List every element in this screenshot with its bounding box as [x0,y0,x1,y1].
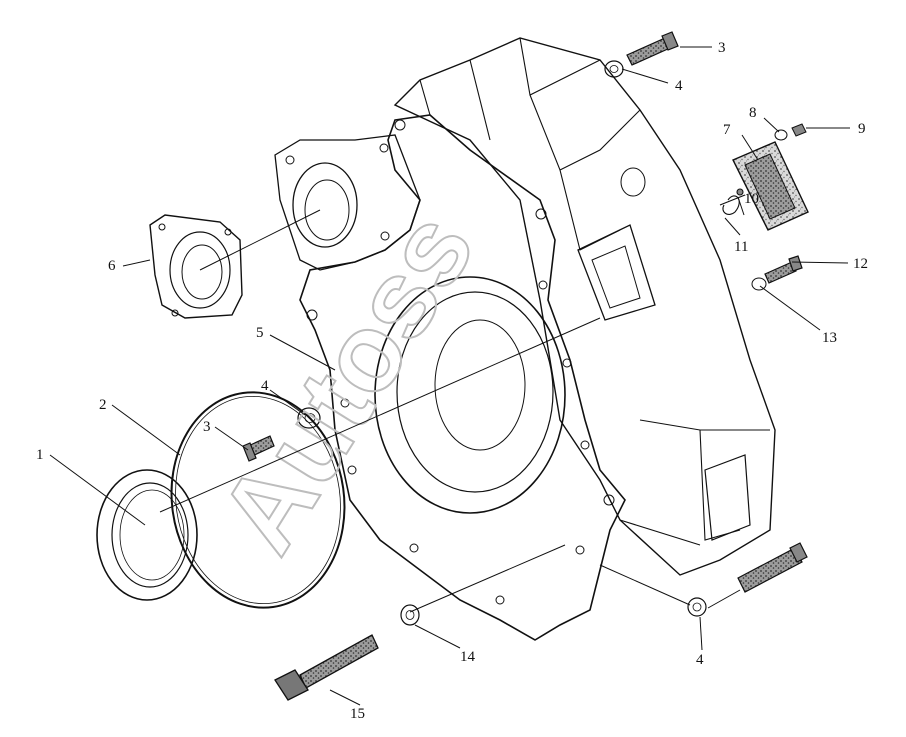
washer-left [297,407,321,429]
callout-14: 14 [460,649,476,665]
housing-port-inner [304,179,350,241]
callout-labels: 1 2 3 3 4 4 4 5 6 7 8 9 10 11 12 13 14 1… [36,40,868,722]
bolt-right [764,255,803,284]
callout-4-left: 4 [261,378,269,394]
small-bolt-top [626,31,679,66]
pin-and-clip [719,188,746,215]
washer-lower [400,604,420,626]
callout-1: 1 [36,447,44,463]
inspection-cover [732,141,809,231]
small-washer [774,129,788,141]
callout-8: 8 [749,105,757,121]
flywheel-housing [274,37,776,641]
housing-bolt-holes [285,119,615,605]
callout-5: 5 [256,325,264,341]
washer-right [751,277,767,291]
housing-main-bore [396,291,554,493]
callout-9: 9 [858,121,866,137]
callout-15: 15 [350,706,365,722]
housing-side-boss [620,167,646,197]
cover-flange [149,214,243,319]
long-stud [737,542,808,593]
housing-port-opening [292,162,358,248]
callout-3-top: 3 [718,40,726,56]
housing-inspection-window [577,224,656,321]
callout-7: 7 [723,122,731,138]
long-bolt [274,634,379,701]
small-screw [791,123,807,137]
callout-3-left: 3 [203,419,211,435]
leader-lines [49,46,850,706]
housing-main-bore-rim [374,276,566,514]
oil-seal [96,469,198,601]
callout-13: 13 [822,330,837,346]
callout-4-top: 4 [675,78,683,94]
callout-6: 6 [108,258,116,274]
o-ring [170,391,346,609]
callout-11: 11 [734,239,748,255]
housing-bottom-box [704,454,751,541]
callout-12: 12 [853,256,868,272]
housing-main-bore-inner [434,319,526,451]
callout-4-bottom: 4 [696,652,704,668]
callout-10: 10 [744,191,759,207]
small-bolt-left [242,435,275,462]
callout-2: 2 [99,397,107,413]
watermark-text: Autoss [196,191,498,572]
housing-top-flange [274,134,421,271]
washer-bottom [687,597,707,617]
